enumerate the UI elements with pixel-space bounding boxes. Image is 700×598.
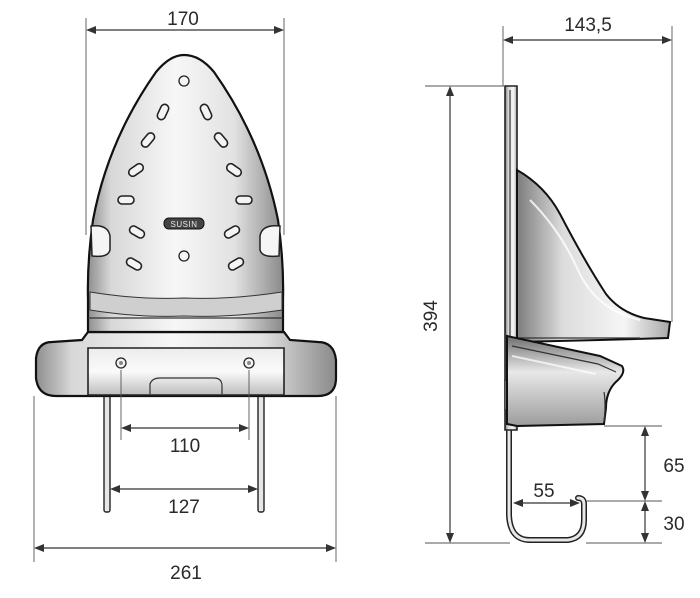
dim-label-side-height: 394: [421, 300, 442, 332]
dim-label-side-depth: 143,5: [564, 15, 612, 36]
dimension-labels: 170 261 110 127 143,5 394 65 30 55: [167, 9, 684, 584]
side-lower-tray: [506, 334, 625, 428]
dim-label-base-width: 261: [170, 563, 202, 584]
dim-label-top-width: 170: [167, 9, 199, 30]
side-view: [504, 85, 672, 543]
front-view: SUSIN: [34, 53, 338, 513]
dim-label-hole-spacing: 110: [170, 436, 200, 457]
front-logo-text: SUSIN: [171, 220, 198, 229]
dim-label-hook-width: 55: [533, 481, 554, 502]
side-hook: [506, 417, 587, 543]
front-vent-slots: [117, 103, 253, 271]
front-iron-plate: [86, 53, 285, 334]
front-screw-holes: [115, 357, 255, 369]
side-upper-body: [516, 168, 672, 344]
dimension-lines: [33, 18, 673, 562]
dim-label-hook-lower: 30: [663, 514, 684, 535]
front-right-grip: [259, 224, 281, 258]
front-handle-cutout: [149, 377, 223, 394]
front-logo-badge: [163, 217, 205, 230]
front-plate-holes: [178, 75, 190, 262]
front-plate-ledge: [89, 291, 283, 317]
dim-label-hook-upper: 65: [663, 456, 684, 477]
front-base-plate: [87, 347, 285, 396]
front-left-grip: [90, 224, 111, 258]
dim-label-rod-spacing: 127: [168, 497, 200, 518]
